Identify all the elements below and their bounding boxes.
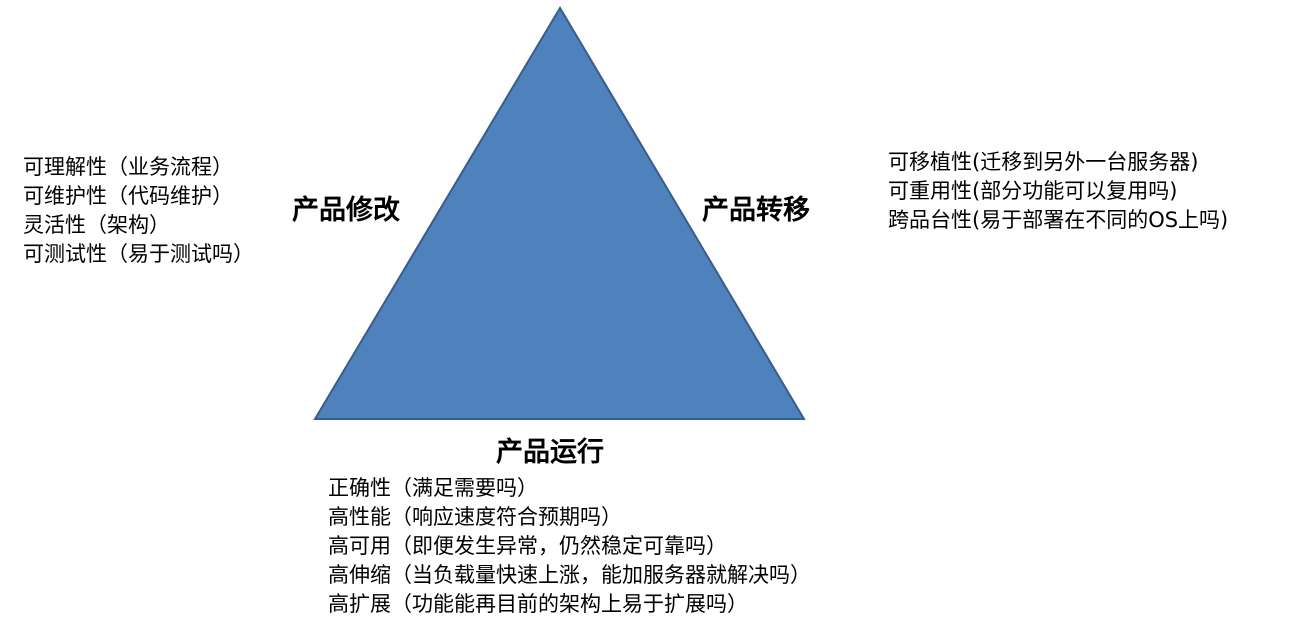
corner-label-product-operation: 产品运行 [496, 437, 604, 468]
list-item: 可维护性（代码维护） [23, 184, 233, 208]
revision-quality-list: 可理解性（业务流程） 可维护性（代码维护） 灵活性（架构） 可测试性（易于测试吗… [23, 153, 254, 269]
operation-quality-list: 正确性（满足需要吗） 高性能（响应速度符合预期吗） 高可用（即便发生异常，仍然稳… [328, 474, 811, 619]
corner-label-product-transition: 产品转移 [702, 195, 810, 226]
list-item: 高伸缩（当负载量快速上涨，能加服务器就解决吗） [328, 563, 811, 587]
list-item: 可测试性（易于测试吗） [23, 242, 254, 266]
list-item: 可移植性(迁移到另外一台服务器) [888, 150, 1199, 174]
transition-quality-list: 可移植性(迁移到另外一台服务器) 可重用性(部分功能可以复用吗) 跨品台性(易于… [888, 148, 1228, 235]
list-item: 高性能（响应速度符合预期吗） [328, 505, 622, 529]
list-item: 跨品台性(易于部署在不同的OS上吗) [888, 208, 1229, 232]
list-item: 可理解性（业务流程） [23, 155, 233, 179]
list-item: 正确性（满足需要吗） [328, 476, 538, 500]
list-item: 可重用性(部分功能可以复用吗) [888, 179, 1178, 203]
list-item: 灵活性（架构） [23, 213, 170, 237]
corner-label-product-revision: 产品修改 [292, 195, 400, 226]
list-item: 高可用（即便发生异常，仍然稳定可靠吗） [328, 534, 727, 558]
triangle-shape [313, 6, 806, 420]
list-item: 高扩展（功能能再目前的架构上易于扩展吗） [328, 592, 748, 616]
